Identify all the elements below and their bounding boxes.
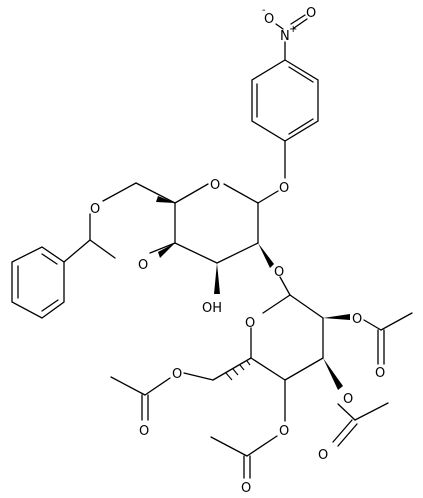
bond-ch-acetal-o2: [89, 239, 116, 259]
bond-oxygen-anomeric: [257, 190, 279, 204]
bond-g5-ch2: [212, 357, 252, 381]
bond-c2-c3: [216, 242, 259, 264]
bond-ch-phenyl: [63, 239, 91, 263]
bond-c3-c4: [174, 242, 218, 264]
bond-c3-co-a: [332, 419, 353, 443]
atom-o-carbonyl-c6: O: [139, 424, 149, 439]
phenyl-double-3: [41, 299, 59, 312]
charge-minus: -: [262, 5, 266, 16]
atom-o-pyran-ring: O: [210, 178, 220, 193]
bond-o-acetyl-c6: [144, 377, 171, 396]
stereo-bonds: [156, 196, 350, 390]
hash-line: [232, 368, 239, 376]
bond-g1-g2: [289, 294, 324, 319]
bond-c4-acetyl-ch3: [210, 436, 248, 457]
bond-ch2-o: [183, 372, 214, 381]
bond-acetal-o2-c4: [149, 242, 176, 254]
atom-o-glycosidic: O: [274, 265, 284, 280]
bond-n-o-minus: [275, 23, 284, 30]
atom-o-ester-c3: O: [343, 392, 353, 407]
atom-o-ester-c6: O: [172, 367, 182, 382]
atom-o-acetal-bottom: O: [138, 258, 148, 273]
bond-c2-acetyl-ch3: [380, 312, 413, 331]
atom-o-minus: O: [264, 12, 274, 27]
bonds: [11, 14, 413, 479]
phenyl-double-1: [41, 253, 58, 265]
hash-line: [225, 372, 233, 381]
bond-c1-ring-o: [223, 183, 259, 204]
bond-c3-oac: [337, 403, 356, 421]
bond-n-o-double-a: [290, 14, 306, 25]
atom-n-nitro: N: [280, 29, 290, 44]
hash-line: [246, 360, 251, 366]
bond-ring-o-c5: [174, 183, 209, 204]
atom-o-carbonyl-c3: O: [318, 448, 328, 463]
bond-c5-c6: [135, 182, 176, 204]
bond-c6-acetyl-ch3: [110, 376, 146, 396]
wedge-c2-glyco-o: [258, 243, 274, 268]
wedge-c3-oh: [214, 263, 220, 294]
wedge-c5-ring: [156, 196, 175, 203]
bond-n-o-double-b: [293, 18, 308, 29]
hash-line: [239, 364, 245, 371]
atom-o-carbonyl-c4: O: [241, 481, 251, 496]
nitrophenyl-double-1: [288, 66, 314, 83]
bond-g4-g5: [250, 357, 286, 381]
bond-c3-co-b: [337, 423, 358, 447]
atom-o-ester-c2: O: [352, 312, 362, 327]
bond-glyco-o-c1: [279, 276, 291, 296]
hash-g5-ch2: [225, 360, 251, 381]
atom-o-acetal-top: O: [90, 202, 100, 217]
atom-hydroxyl: OH: [202, 301, 222, 316]
atom-labels: O - N + O O O O O O OH O O O O O O O O O: [90, 5, 385, 496]
atom-o-carbonyl-c2: O: [375, 366, 385, 381]
charge-plus: +: [289, 24, 297, 35]
bond-g1-ring-o: [262, 294, 291, 314]
bond-c4-oac: [246, 435, 278, 457]
bond-c6-acetal-o: [102, 182, 137, 202]
atom-o-double: O: [306, 6, 316, 21]
wedge-g2-oac: [323, 314, 350, 320]
bond-c3-acetyl-ch3: [354, 402, 389, 421]
wedge-g3-oac: [323, 358, 343, 390]
bond-c2-oac-ester: [363, 319, 382, 331]
wedge-c4-ring: [158, 243, 175, 258]
phenyl-ring: [11, 246, 65, 319]
atom-o-ester-c4: O: [279, 424, 289, 439]
atom-o-sugar-ring: O: [245, 316, 255, 331]
atom-o-aryl-ether: O: [279, 181, 289, 196]
nitrophenyl-double-2: [288, 118, 314, 135]
bond-g3-g4: [284, 357, 324, 381]
nitrophenyl-ring: [251, 59, 319, 142]
